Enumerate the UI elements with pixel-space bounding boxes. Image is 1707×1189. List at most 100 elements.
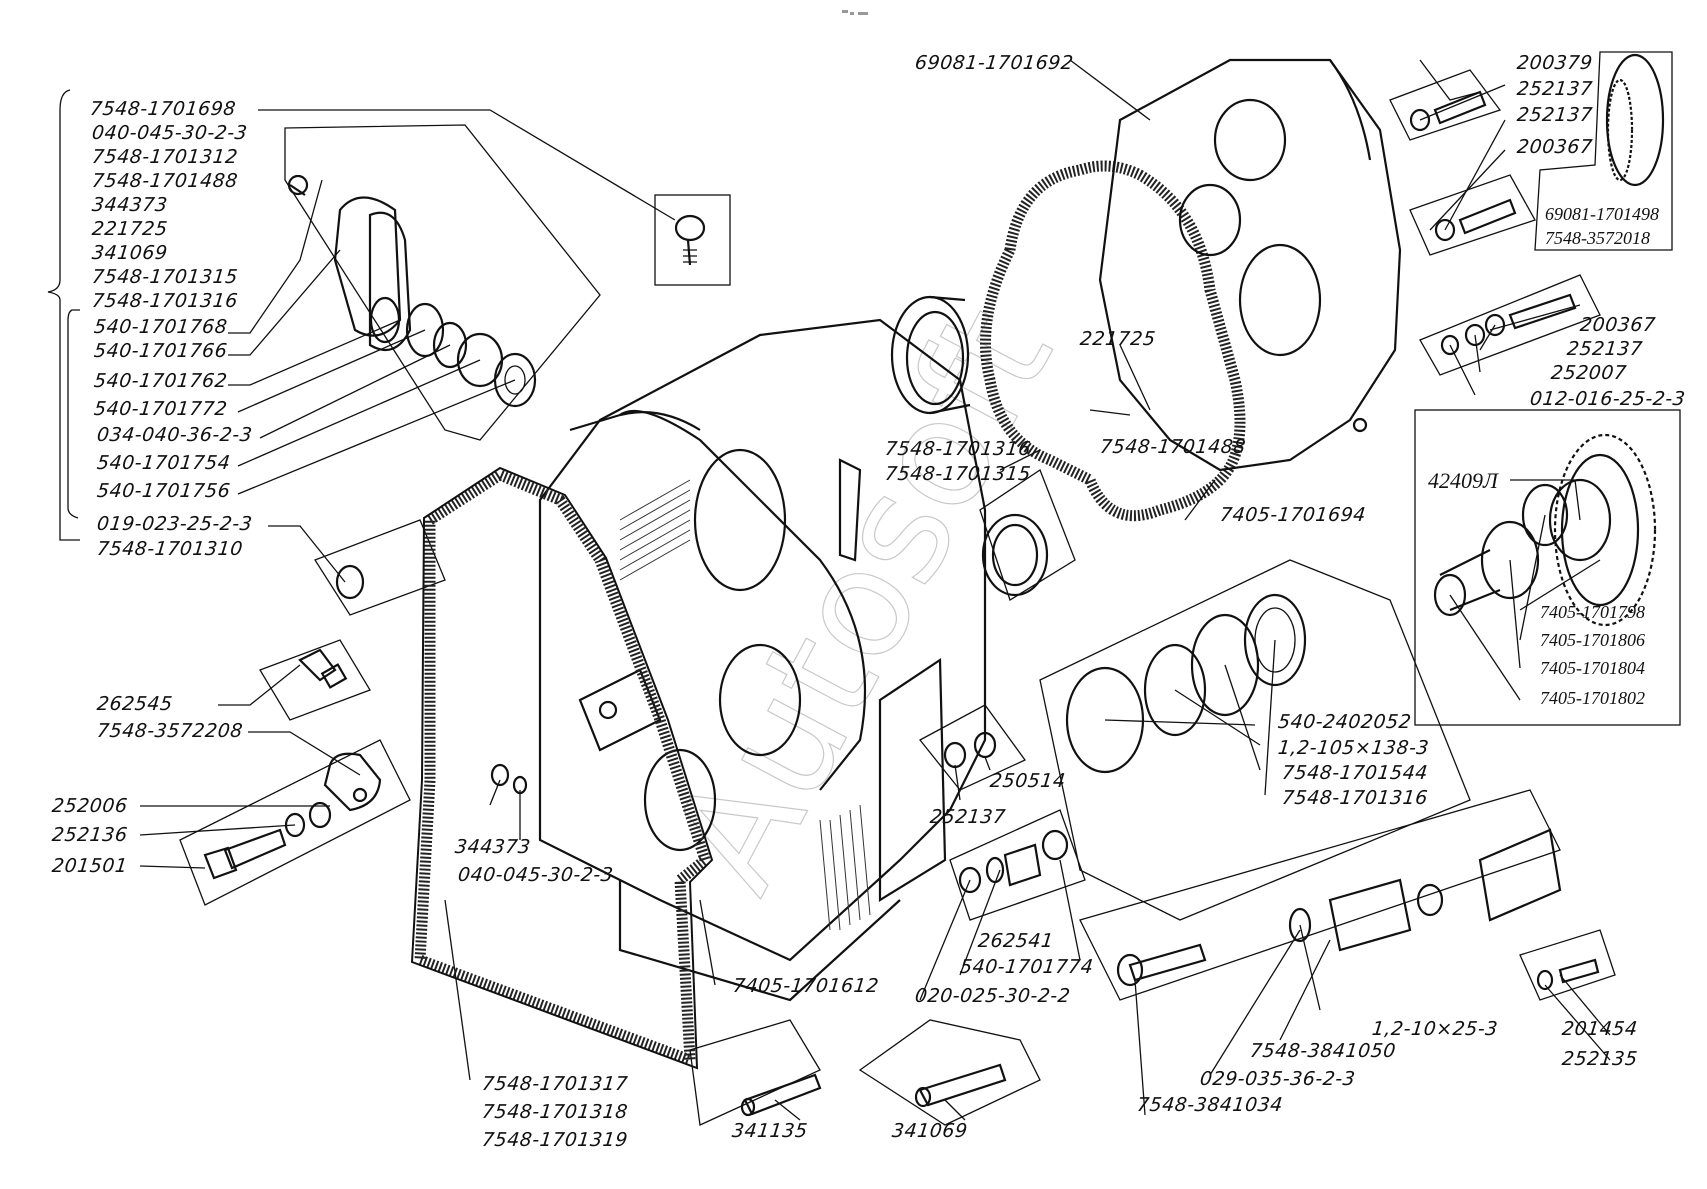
part-label: 7548-1701312 [90, 146, 240, 168]
stud-inset-right [858, 1019, 1041, 1126]
bolt-parts-top [1409, 90, 1487, 132]
plug-inset [259, 639, 371, 721]
bearing-seal-stack [405, 302, 537, 408]
washer-inset-right [1419, 274, 1601, 376]
speedo-drive-parts [1116, 828, 1562, 987]
nut-inset [919, 704, 1026, 791]
part-label: 7548-1701316 [1280, 787, 1430, 809]
watermark: Autosoft [638, 281, 1087, 918]
part-label: 344373 [90, 194, 169, 216]
part-label: 7548-3841050 [1248, 1040, 1398, 1062]
part-label: 7405-1701798 [1540, 602, 1645, 622]
part-label: 7548-1701319 [480, 1129, 630, 1151]
part-label: 252137 [928, 806, 1007, 828]
bolt-spacer-parts [203, 752, 382, 880]
housing-gasket-left [410, 466, 714, 1070]
part-label: 034-040-36-2-3 [95, 424, 254, 446]
part-label: 201454 [1560, 1018, 1639, 1040]
part-label: 7548-3572018 [1545, 228, 1650, 248]
part-label: 341069 [90, 242, 169, 264]
plug-part [298, 648, 348, 689]
bearing-rings [1065, 593, 1307, 774]
part-label: 252135 [1560, 1048, 1639, 1070]
bolt-inset-mid [1409, 174, 1536, 256]
part-label: 7548-1701488 [1098, 436, 1248, 458]
part-label: 040-045-30-2-3 [90, 122, 249, 144]
part-label: 201501 [50, 855, 129, 877]
part-label: 7548-3841034 [1135, 1094, 1285, 1116]
part-label: 200367 [1578, 314, 1657, 336]
stud-part-left [740, 1073, 822, 1117]
seal-ring-upper [890, 295, 971, 415]
part-label: 7548-1701317 [480, 1073, 630, 1095]
part-label: 540-2402052 [1276, 711, 1413, 733]
part-label: 42409Л [1428, 468, 1498, 493]
bolt-parts-mid [1434, 198, 1517, 242]
part-label: 344373 [453, 836, 532, 858]
part-label: 540-1701756 [95, 480, 232, 502]
eyebolt-inset [654, 194, 731, 286]
svg-text:Autosoft: Autosoft [638, 281, 1086, 916]
part-label: 7405-1701612 [731, 975, 881, 997]
part-label: 7548-1701316 [883, 438, 1033, 460]
part-label: 221725 [90, 218, 169, 240]
part-label: 69081-1701498 [1545, 204, 1659, 224]
stud-part-right [914, 1063, 1007, 1108]
part-label: 69081-1701692 [913, 52, 1075, 74]
spring-inset [949, 809, 1086, 921]
part-label: 252136 [50, 824, 129, 846]
part-label: 341069 [890, 1120, 969, 1142]
shaft-inset [1414, 409, 1681, 726]
part-label: 200367 [1515, 136, 1594, 158]
bolt-inset-bottom-right [1519, 929, 1616, 1001]
part-label: 7405-1701804 [1540, 658, 1645, 678]
front-cover-gasket [980, 160, 1246, 522]
part-label: 7548-1701315 [883, 463, 1033, 485]
cover-plate-gasket-part [1605, 53, 1665, 187]
part-label: 7548-3572208 [95, 720, 245, 742]
speedo-drive-inset [1079, 789, 1561, 1001]
part-label: 252007 [1549, 362, 1628, 384]
part-label: 7548-1701698 [88, 98, 238, 120]
part-label: 540-1701762 [92, 370, 229, 392]
seal-ring-lower [981, 513, 1049, 597]
part-label: 252137 [1565, 338, 1644, 360]
part-label: 540-1701772 [92, 398, 229, 420]
seal-inset [979, 469, 1076, 601]
part-label: 7548-1701544 [1280, 762, 1430, 784]
part-label: 252137 [1515, 78, 1594, 100]
part-label: 7405-1701694 [1218, 504, 1368, 526]
part-label: 7548-1701318 [480, 1101, 630, 1123]
cover-plate-inset [1534, 51, 1673, 251]
washer-inset [314, 519, 446, 616]
part-label: 7548-1701316 [90, 290, 240, 312]
part-label: 540-1701774 [958, 956, 1095, 978]
part-label: 019-023-25-2-3 [95, 513, 254, 535]
part-label: 020-025-30-2-2 [913, 985, 1072, 1007]
part-label: 7548-1701488 [90, 170, 240, 192]
part-label: 7548-1701315 [90, 266, 240, 288]
part-label: 7405-1701806 [1540, 630, 1645, 650]
part-label: 341135 [730, 1120, 809, 1142]
part-label: 200379 [1515, 52, 1594, 74]
washer-part [335, 564, 365, 600]
part-label: 221725 [1078, 328, 1157, 350]
shaft-gear-assembly [1433, 433, 1657, 627]
part-label: 540-1701768 [92, 316, 229, 338]
front-cover [1098, 58, 1402, 472]
part-label: 262545 [95, 693, 174, 715]
eyebolt-part [674, 214, 706, 266]
part-label: 029-035-36-2-3 [1198, 1068, 1357, 1090]
part-label: 7405-1701802 [1540, 688, 1645, 708]
part-label: 7548-1701310 [95, 538, 245, 560]
spring-parts [958, 829, 1069, 894]
inner-bracket [67, 309, 80, 519]
part-label: 252137 [1515, 104, 1594, 126]
part-label: 012-016-25-2-3 [1528, 388, 1687, 410]
stud-inset-left [689, 1019, 821, 1126]
main-housing [538, 318, 987, 1002]
bolt-inset [179, 739, 411, 906]
part-label: 540-1701754 [95, 452, 232, 474]
part-label: 1,2-105×138-3 [1276, 737, 1431, 759]
